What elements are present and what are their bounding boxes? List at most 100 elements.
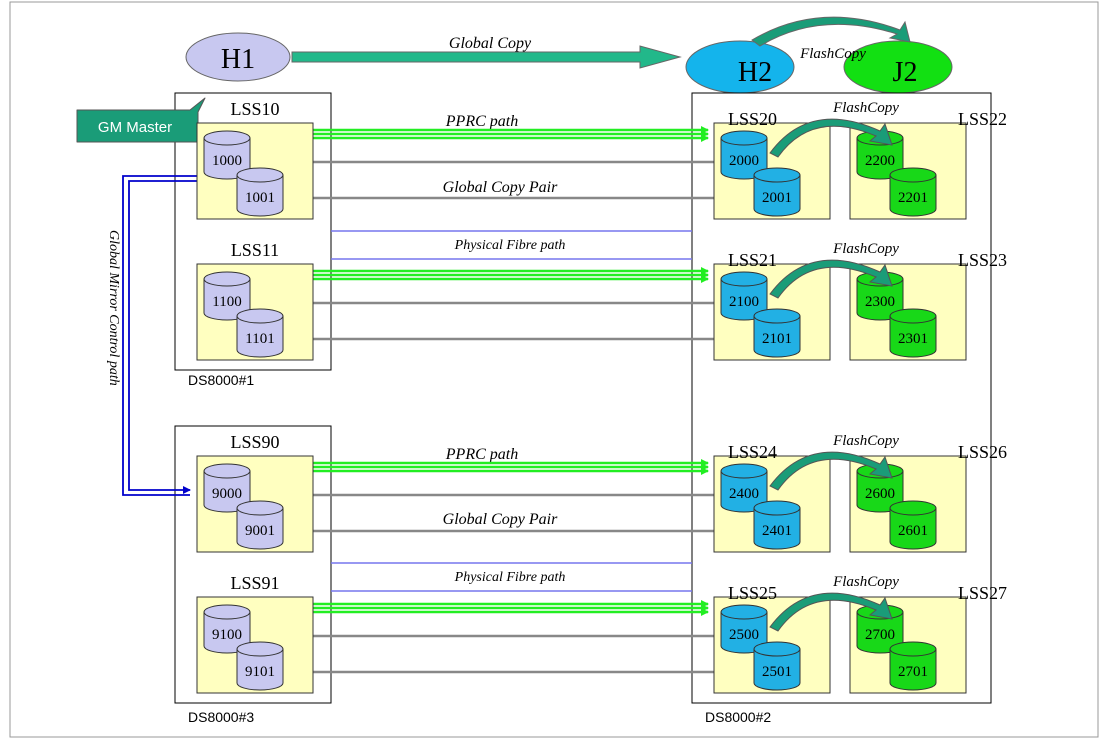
global-copy-pair-label-2: Global Copy Pair	[443, 511, 558, 528]
flashcopy-label-20: FlashCopy	[832, 100, 899, 116]
volume-label: 2201	[898, 190, 928, 206]
lss-label-lss25: LSS25	[728, 583, 777, 603]
fibre-path-label-1: Physical Fibre path	[454, 238, 566, 253]
lss-label-lss21: LSS21	[728, 250, 777, 270]
volume-top	[753, 308, 801, 324]
lss-label-lss22: LSS22	[958, 109, 1007, 129]
lss-layer: LSS1010001001LSS1111001101LSS9090009001L…	[196, 99, 1007, 694]
volume-label: 2600	[865, 486, 895, 502]
volume-2501: 2501	[753, 641, 801, 691]
volume-body	[236, 174, 284, 217]
volume-2101: 2101	[753, 308, 801, 358]
host-h1	[185, 32, 291, 82]
volume-2301: 2301	[889, 308, 937, 358]
volume-top	[720, 463, 768, 479]
volume-2001: 2001	[753, 167, 801, 217]
volume-label: 2401	[762, 523, 792, 539]
volume-label: 2000	[729, 153, 759, 169]
volume-2400: 2400	[720, 463, 768, 513]
volume-1001: 1001	[236, 167, 284, 217]
volume-top	[236, 641, 284, 657]
volume-label: 2700	[865, 627, 895, 643]
flashcopy-label-25: FlashCopy	[832, 574, 899, 590]
lss-label-lss24: LSS24	[728, 442, 777, 462]
volume-top	[889, 167, 937, 183]
host-j2-label: J2	[893, 57, 918, 88]
volume-body	[889, 315, 937, 358]
volume-2401: 2401	[753, 500, 801, 550]
global-copy-pair-label-1: Global Copy Pair	[443, 179, 558, 196]
volume-2201: 2201	[889, 167, 937, 217]
volume-1100: 1100	[203, 271, 251, 321]
global-copy-label: Global Copy	[449, 35, 532, 52]
volume-9000: 9000	[203, 463, 251, 513]
flashcopy-arrow-25	[769, 592, 893, 632]
volume-top	[720, 130, 768, 146]
volume-2200: 2200	[856, 130, 904, 180]
pprc-path-label-2: PPRC path	[445, 446, 518, 463]
volume-2600: 2600	[856, 463, 904, 513]
volume-label: 9101	[245, 664, 275, 680]
volume-top	[720, 271, 768, 287]
volume-body	[753, 648, 801, 691]
gm-master-callout	[76, 97, 206, 143]
volume-label: 2400	[729, 486, 759, 502]
volume-body	[236, 507, 284, 550]
volume-label: 2501	[762, 664, 792, 680]
volume-top	[203, 130, 251, 146]
host-h2-label: H2	[738, 57, 772, 88]
volume-label: 2601	[898, 523, 928, 539]
volume-1101: 1101	[236, 308, 284, 358]
volume-body	[753, 315, 801, 358]
volume-label: 1000	[212, 153, 242, 169]
lss-label-lss90: LSS90	[230, 432, 279, 452]
volume-top	[889, 308, 937, 324]
volume-body	[753, 507, 801, 550]
volume-2100: 2100	[720, 271, 768, 321]
volume-2601: 2601	[889, 500, 937, 550]
lss-label-lss11: LSS11	[231, 240, 279, 260]
volume-top	[753, 500, 801, 516]
volume-top	[203, 604, 251, 620]
volume-label: 2701	[898, 664, 928, 680]
host-h1-label: H1	[221, 44, 255, 75]
volume-top	[236, 167, 284, 183]
volume-label: 2301	[898, 331, 928, 347]
lss-label-lss27: LSS27	[958, 583, 1007, 603]
volume-label: 1100	[212, 294, 241, 310]
volume-top	[203, 463, 251, 479]
volume-body	[753, 174, 801, 217]
volume-9100: 9100	[203, 604, 251, 654]
fibre-path-label-2: Physical Fibre path	[454, 570, 566, 585]
volume-label: 2100	[729, 294, 759, 310]
flashcopy-label-hosts: FlashCopy	[799, 46, 866, 62]
volume-label: 9100	[212, 627, 242, 643]
volume-2700: 2700	[856, 604, 904, 654]
volume-label: 2200	[865, 153, 895, 169]
flashcopy-label-21: FlashCopy	[832, 241, 899, 257]
volume-label: 9001	[245, 523, 275, 539]
volume-label: 2300	[865, 294, 895, 310]
global-copy-arrow	[291, 45, 682, 69]
volume-top	[236, 500, 284, 516]
volume-body	[236, 648, 284, 691]
storage-ds8000-2	[691, 92, 992, 704]
lss-label-lss26: LSS26	[958, 442, 1007, 462]
lss-label-lss20: LSS20	[728, 109, 777, 129]
volume-9101: 9101	[236, 641, 284, 691]
volume-top	[203, 271, 251, 287]
volume-label: 1101	[245, 331, 274, 347]
volume-body	[889, 648, 937, 691]
volume-1000: 1000	[203, 130, 251, 180]
volume-body	[889, 507, 937, 550]
control-path-line-b	[128, 180, 205, 494]
storage-label-ds8000-3: DS8000#3	[188, 709, 254, 725]
volume-2300: 2300	[856, 271, 904, 321]
volume-top	[236, 308, 284, 324]
links-layer	[250, 126, 754, 676]
control-path-label: Global Mirror Control path	[106, 230, 121, 386]
volume-top	[753, 167, 801, 183]
flashcopy-arrow-20	[769, 118, 893, 158]
